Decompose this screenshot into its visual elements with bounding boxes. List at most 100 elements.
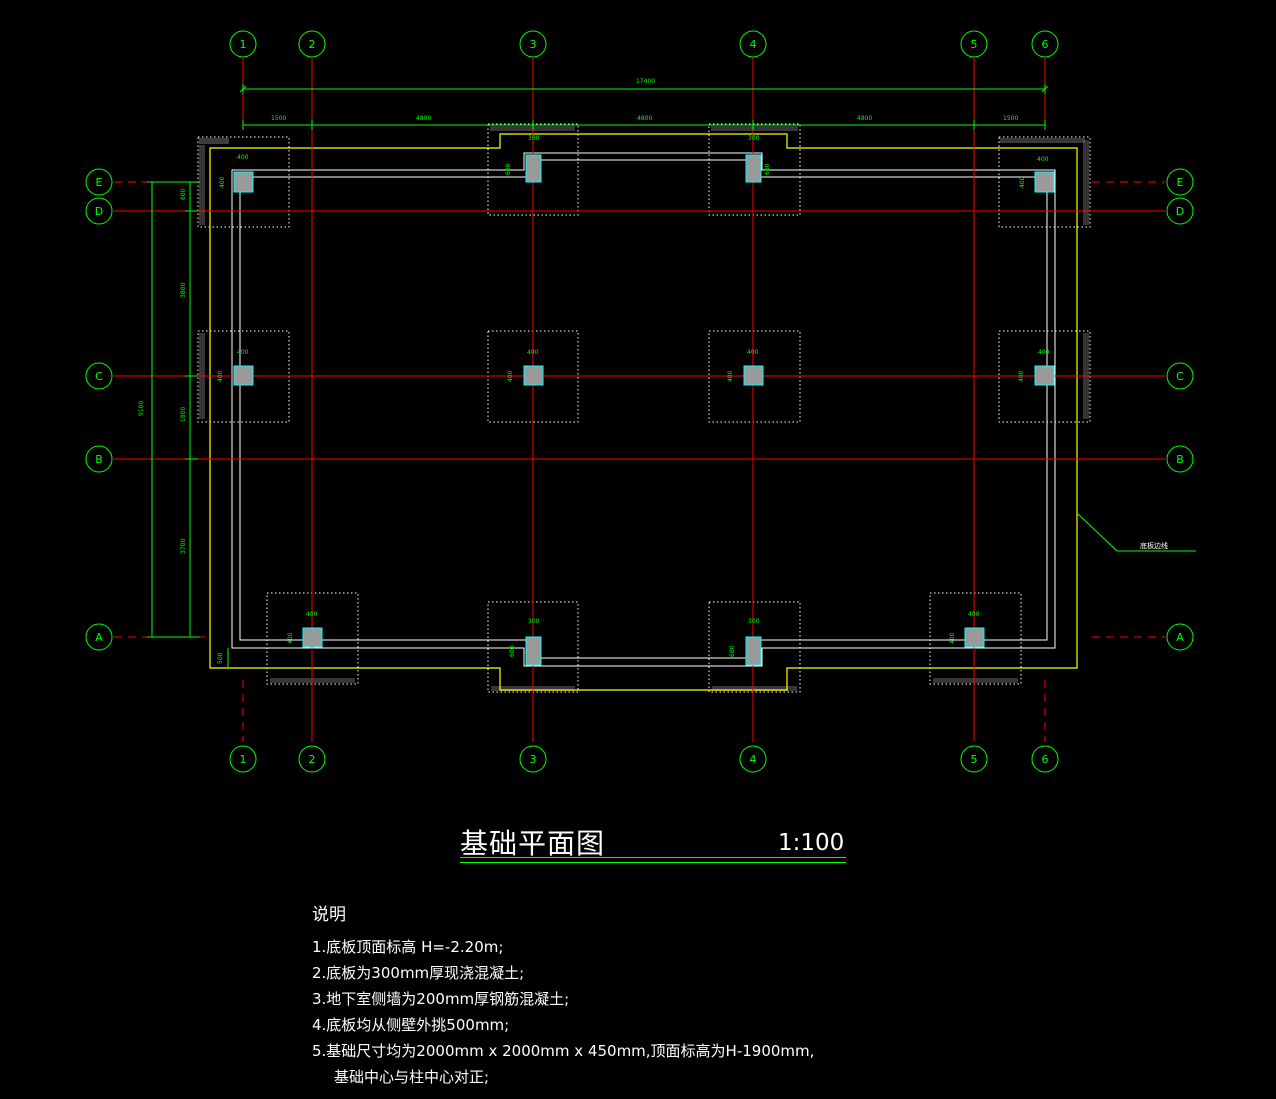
title-underline-second (460, 862, 846, 863)
note-item-1: 1.底板顶面标高 H=-2.20m; (312, 938, 504, 956)
col-label-1E-w: 400 (237, 154, 249, 161)
slab-edge-callout: 底板边线 (1140, 541, 1168, 550)
column-4C (743, 365, 764, 386)
col-label-4A-w: 300 (748, 618, 760, 625)
axis-label-A-right: A (1176, 631, 1184, 644)
axis-bubbles (85, 30, 1194, 773)
column-3C (523, 365, 544, 386)
dim-top-overall: 17400 (636, 78, 655, 85)
axis-bubble-6-bottom (1031, 745, 1059, 773)
axis-bubble-E-left (85, 168, 113, 196)
dim-top-seg-4: 4800 (857, 115, 872, 122)
axis-bubble-B-right (1166, 445, 1194, 473)
drawing-title: 基础平面图 (460, 827, 606, 860)
footing-outlines (197, 123, 1091, 693)
column-6E (1034, 171, 1055, 193)
axis-bubble-A-right (1166, 623, 1194, 651)
col-label-6E-h: 400 (1019, 176, 1026, 188)
dim-left-seg-1: 600 (180, 188, 187, 200)
notes-heading: 说明 (312, 905, 346, 925)
axis-bubble-D-right (1166, 197, 1194, 225)
axis-label-A-left: A (95, 631, 103, 644)
axis-bubble-2-top (298, 30, 326, 58)
col-label-6C-h: 400 (1018, 370, 1025, 382)
axis-label-C-right: C (1176, 370, 1184, 383)
axis-bubble-4-top (739, 30, 767, 58)
axis-lines-horizontal (114, 181, 1165, 638)
axis-lines-vertical (242, 58, 1046, 742)
axis-bubble-B-left (85, 445, 113, 473)
column-4A (745, 636, 762, 666)
notes-block: 说明 1.底板顶面标高 H=-2.20m; 2.底板为300mm厚现浇混凝土; … (312, 902, 814, 1090)
col-label-3E-w: 300 (528, 135, 540, 142)
column-3E (525, 154, 542, 183)
axis-label-D-right: D (1176, 205, 1184, 218)
col-label-4C-h: 400 (727, 370, 734, 382)
axis-bubble-4-bottom (739, 745, 767, 773)
column-2A (302, 627, 323, 648)
footing-5A (929, 592, 1022, 685)
axis-bubble-3-bottom (519, 745, 547, 773)
col-label-5A-w: 400 (968, 611, 980, 618)
col-label-3E-h: 600 (505, 163, 512, 175)
axis-label-5-top: 5 (971, 38, 978, 51)
axis-label-3-top: 3 (530, 38, 537, 51)
column-4E (745, 154, 762, 183)
note-item-5: 5.基础尺寸均为2000mm x 2000mm x 450mm,顶面标高为H-1… (312, 1042, 815, 1060)
col-label-2A-h: 400 (287, 632, 294, 644)
note-item-5-continuation: 基础中心与柱中心对正; (334, 1068, 490, 1086)
axis-bubble-3-top (519, 30, 547, 58)
note-item-3: 3.地下室侧墙为200mm厚钢筋混凝土; (312, 990, 570, 1008)
dim-left-seg-2: 3800 (180, 283, 187, 298)
axis-label-B-right: B (1176, 453, 1184, 466)
dimension-lines (147, 84, 1196, 668)
column-3A (525, 636, 542, 666)
axis-bubble-labels: 1 2 3 4 5 6 1 2 3 4 5 6 E D C B A E D C … (95, 38, 1184, 766)
axis-label-6-top: 6 (1042, 38, 1049, 51)
dimension-texts: 17400 1500 4800 4800 4800 1500 9100 600 … (138, 78, 1018, 664)
dim-left-seg-4: 3700 (180, 539, 187, 554)
axis-bubble-1-bottom (229, 745, 257, 773)
col-label-6E-w: 400 (1037, 156, 1049, 163)
axis-label-E-right: E (1177, 176, 1184, 189)
axis-label-2-bottom: 2 (309, 753, 316, 766)
axis-bubble-C-left (85, 362, 113, 390)
column-1E (233, 171, 254, 193)
column-1C (233, 365, 254, 386)
axis-bubble-A-left (85, 623, 113, 651)
dim-top-seg-3: 4800 (637, 115, 652, 122)
col-label-1C-h: 400 (217, 370, 224, 382)
axis-label-2-top: 2 (309, 38, 316, 51)
axis-label-D-left: D (95, 205, 103, 218)
drawing-title-block: 基础平面图 1:100 (460, 822, 846, 866)
axis-bubble-C-right (1166, 362, 1194, 390)
column-6C (1034, 365, 1055, 386)
axis-bubble-D-left (85, 197, 113, 225)
col-label-3C-h: 400 (507, 370, 514, 382)
col-label-4E-w: 300 (748, 135, 760, 142)
basement-wall (231, 152, 1056, 667)
col-label-3A-h: 600 (509, 645, 516, 657)
col-label-3C-w: 400 (527, 349, 539, 356)
dim-bottom-left-ext: 500 (217, 652, 224, 664)
axis-bubble-2-bottom (298, 745, 326, 773)
column-size-labels: 400 400 300 600 300 600 400 400 400 400 … (217, 135, 1050, 657)
col-label-6C-w: 400 (1038, 349, 1050, 356)
axis-label-3-bottom: 3 (530, 753, 537, 766)
footing-4A (708, 601, 801, 693)
dim-top-seg-5: 1500 (1003, 115, 1018, 122)
dim-top-seg-1: 1500 (271, 115, 286, 122)
col-label-2A-w: 400 (306, 611, 318, 618)
drawing-scale: 1:100 (778, 830, 845, 856)
axis-label-4-bottom: 4 (750, 753, 757, 766)
col-label-3A-w: 300 (528, 618, 540, 625)
col-label-1E-h: 400 (219, 176, 226, 188)
axis-bubble-E-right (1166, 168, 1194, 196)
column-5A (964, 627, 985, 648)
note-item-4: 4.底板均从侧壁外挑500mm; (312, 1016, 510, 1034)
axis-label-6-bottom: 6 (1042, 753, 1049, 766)
dim-left-seg-3: 1800 (180, 407, 187, 422)
axis-bubble-5-bottom (960, 745, 988, 773)
foundation-plan-drawing: 17400 1500 4800 4800 4800 1500 9100 600 … (85, 30, 1196, 773)
col-label-5A-h: 400 (949, 632, 956, 644)
